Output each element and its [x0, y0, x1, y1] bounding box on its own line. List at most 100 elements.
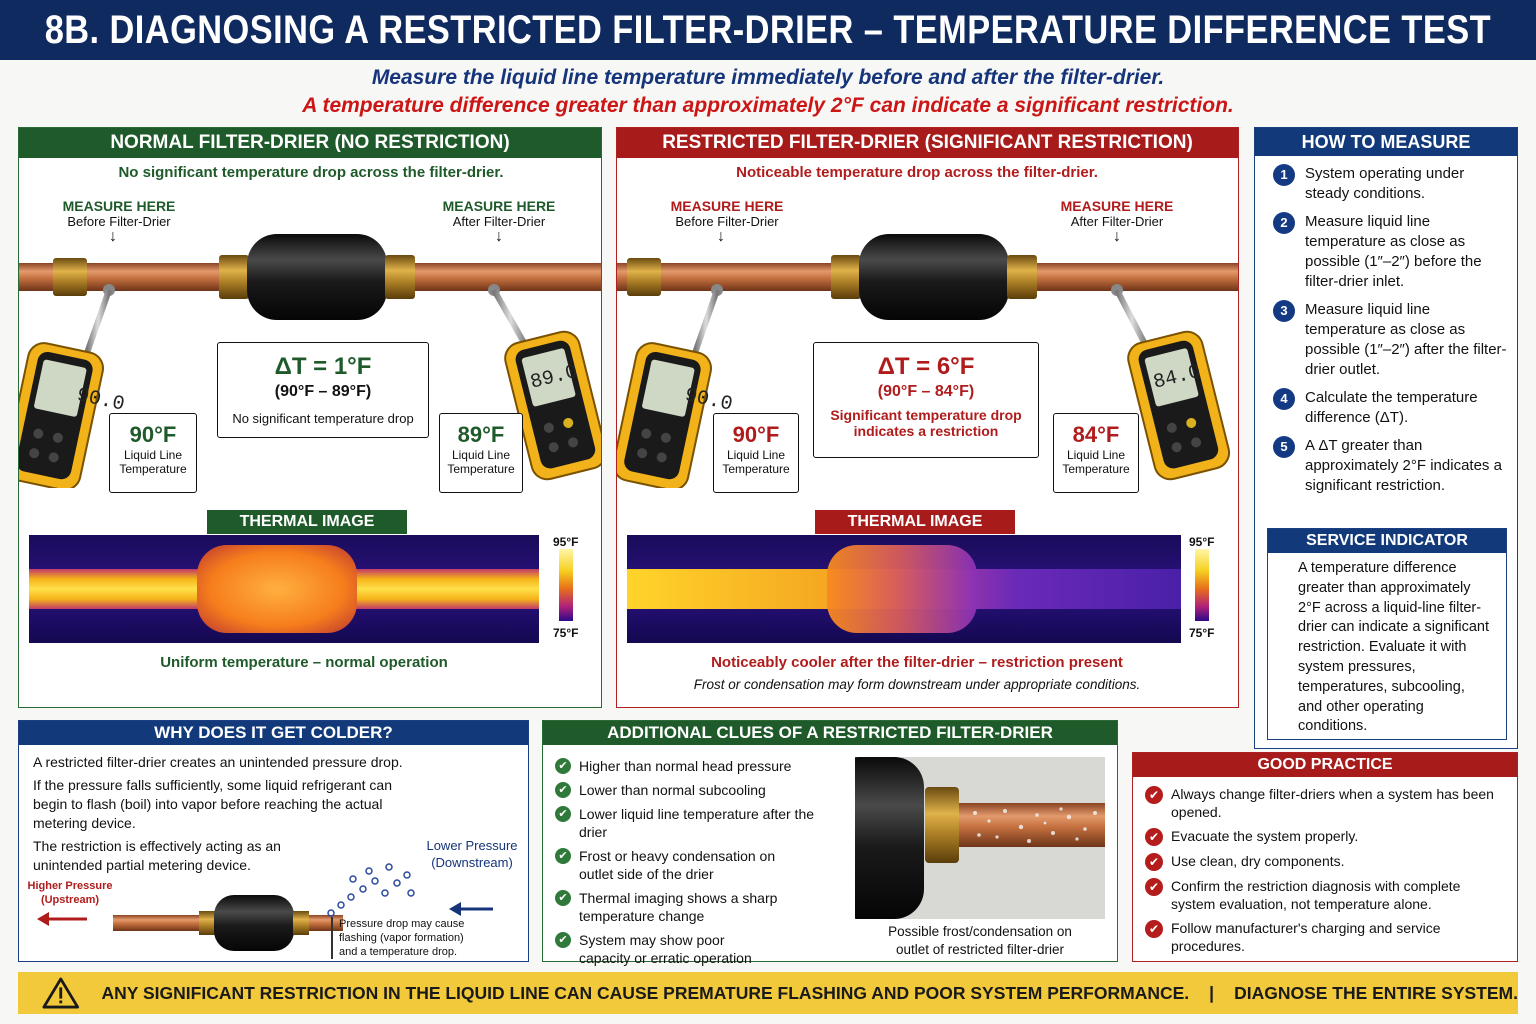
- check-icon: ✔: [1145, 786, 1163, 804]
- condensation-droplets-icon: [973, 807, 1097, 843]
- why-colder-header: WHY DOES IT GET COLDER?: [19, 721, 528, 745]
- right-arrow-icon: [449, 902, 493, 916]
- left-meter: [617, 342, 712, 488]
- restricted-caption-2: Frost or condensation may form downstrea…: [693, 677, 1141, 692]
- down-arrow-icon: ↓: [1113, 228, 1121, 245]
- clues-panel: ADDITIONAL CLUES OF A RESTRICTED FILTER-…: [542, 720, 1118, 966]
- frost-photo: [855, 757, 1105, 919]
- restricted-panel: RESTRICTED FILTER-DRIER (SIGNIFICANT RES…: [616, 127, 1239, 708]
- normal-thermal-label: THERMAL IMAGE: [207, 510, 407, 534]
- clues-header: ADDITIONAL CLUES OF A RESTRICTED FILTER-…: [543, 721, 1117, 745]
- restricted-measure-before: MEASURE HERE Before Filter-Drier ↓: [647, 198, 807, 245]
- footer-warning-bar: ANY SIGNIFICANT RESTRICTION IN THE LIQUI…: [18, 972, 1518, 1014]
- page-title: 8B. DIAGNOSING A RESTRICTED FILTER-DRIER…: [0, 0, 1536, 60]
- normal-right-reading: 89°F Liquid Line Temperature: [439, 413, 523, 493]
- check-icon: ✔: [555, 848, 571, 864]
- why-colder-panel: WHY DOES IT GET COLDER? A restricted fil…: [18, 720, 529, 962]
- clue-item: ✔System may show poor capacity or errati…: [555, 931, 845, 967]
- service-indicator-box: SERVICE INDICATOR A temperature differen…: [1267, 528, 1507, 740]
- why-paragraph-3: The restriction is effectively acting as…: [33, 838, 281, 873]
- why-paragraph-1: A restricted filter-drier creates an uni…: [33, 754, 403, 770]
- normal-panel: NORMAL FILTER-DRIER (NO RESTRICTION) No …: [18, 127, 602, 708]
- good-practice-header: GOOD PRACTICE: [1133, 753, 1517, 777]
- restricted-left-reading: 90°F Liquid Line Temperature: [713, 413, 799, 493]
- practice-item: ✔Confirm the restriction diagnosis with …: [1145, 877, 1505, 913]
- pressure-drop-diagram: [37, 863, 493, 951]
- clues-list: ✔Higher than normal head pressure ✔Lower…: [555, 757, 845, 973]
- service-indicator-text: A temperature difference greater than ap…: [1298, 560, 1490, 735]
- subtitle-measure: Measure the liquid line temperature imme…: [371, 66, 1165, 89]
- clue-item: ✔Thermal imaging shows a sharp temperatu…: [555, 889, 845, 925]
- check-icon: ✔: [555, 782, 571, 798]
- left-meter: [19, 342, 104, 488]
- restricted-pipe-assembly: 90.0 84.0: [617, 234, 1238, 488]
- normal-panel-header: NORMAL FILTER-DRIER (NO RESTRICTION): [19, 128, 601, 158]
- clue-item: ✔Lower liquid line temperature after the…: [555, 805, 845, 841]
- footer-separator: |: [1209, 982, 1215, 1003]
- down-arrow-icon: ↓: [495, 228, 503, 245]
- higher-pressure-label: Higher Pressure(Upstream): [27, 880, 113, 906]
- left-probe: [84, 284, 115, 354]
- clue-item: ✔Frost or heavy condensation on outlet s…: [555, 847, 845, 883]
- restricted-caption: Noticeably cooler after the filter-drier…: [711, 654, 1123, 671]
- good-practice-list: ✔Always change filter-driers when a syst…: [1145, 785, 1505, 961]
- restricted-desc: Noticeable temperature drop across the f…: [736, 164, 1098, 181]
- step-number-badge: 1: [1273, 164, 1295, 186]
- check-icon: ✔: [555, 890, 571, 906]
- pressure-drop-note: Pressure drop may cause flashing (vapor …: [331, 917, 491, 959]
- down-arrow-icon: ↓: [109, 228, 117, 245]
- good-practice-panel: GOOD PRACTICE ✔Always change filter-drie…: [1132, 752, 1518, 962]
- temperature-scale-bar: [1195, 549, 1209, 621]
- vapor-bubbles-icon: [327, 863, 415, 917]
- subtitle-warning: A temperature difference greater than ap…: [302, 94, 1234, 117]
- clue-item: ✔Lower than normal subcooling: [555, 781, 845, 799]
- normal-delta-box: ΔT = 1°F (90°F – 89°F) No significant te…: [217, 342, 429, 438]
- check-icon: ✔: [1145, 853, 1163, 871]
- right-probe: [1111, 284, 1150, 350]
- right-probe: [488, 284, 530, 350]
- photo-caption: Possible frost/condensation on outlet of…: [888, 924, 1072, 957]
- normal-caption: Uniform temperature – normal operation: [160, 654, 448, 671]
- temperature-scale-bar: [559, 549, 573, 621]
- normal-scale: 95°F 75°F: [553, 535, 579, 640]
- restricted-measure-after: MEASURE HERE After Filter-Drier ↓: [1037, 198, 1197, 245]
- clue-item: ✔Higher than normal head pressure: [555, 757, 845, 775]
- down-arrow-icon: ↓: [717, 228, 725, 245]
- right-meter: [1127, 330, 1231, 481]
- check-icon: ✔: [1145, 878, 1163, 896]
- normal-measure-before: MEASURE HERE Before Filter-Drier ↓: [39, 198, 199, 245]
- how-to-measure-header: HOW TO MEASURE: [1255, 128, 1517, 156]
- check-icon: ✔: [555, 758, 571, 774]
- lower-pressure-label: Lower Pressure(Downstream): [426, 838, 518, 870]
- check-icon: ✔: [1145, 828, 1163, 846]
- restricted-panel-header: RESTRICTED FILTER-DRIER (SIGNIFICANT RES…: [617, 128, 1238, 158]
- step-number-badge: 2: [1273, 212, 1295, 234]
- restricted-thermal-image: [627, 535, 1181, 643]
- practice-item: ✔Use clean, dry components.: [1145, 852, 1505, 871]
- normal-pipe-assembly: 90.0 89.0: [19, 234, 601, 488]
- normal-measure-after: MEASURE HERE After Filter-Drier ↓: [419, 198, 579, 245]
- normal-desc: No significant temperature drop across t…: [118, 164, 504, 181]
- check-icon: ✔: [1145, 920, 1163, 938]
- left-probe: [692, 284, 723, 354]
- why-paragraph-2: If the pressure falls sufficiently, some…: [33, 777, 392, 831]
- warning-icon: [42, 977, 80, 1009]
- restricted-thermal-label: THERMAL IMAGE: [815, 510, 1015, 534]
- left-arrow-icon: [37, 912, 87, 926]
- normal-thermal-image: [29, 535, 539, 643]
- restricted-scale: 95°F 75°F: [1189, 535, 1215, 640]
- practice-item: ✔Always change filter-driers when a syst…: [1145, 785, 1505, 821]
- normal-left-reading: 90°F Liquid Line Temperature: [109, 413, 197, 493]
- service-indicator-header: SERVICE INDICATOR: [1268, 529, 1506, 553]
- practice-item: ✔Follow manufacturer's charging and serv…: [1145, 919, 1505, 955]
- footer-warning-text: ANY SIGNIFICANT RESTRICTION IN THE LIQUI…: [101, 982, 1190, 1003]
- check-icon: ✔: [555, 932, 571, 948]
- footer-action-text: DIAGNOSE THE ENTIRE SYSTEM.: [1234, 982, 1518, 1003]
- practice-item: ✔Evacuate the system properly.: [1145, 827, 1505, 846]
